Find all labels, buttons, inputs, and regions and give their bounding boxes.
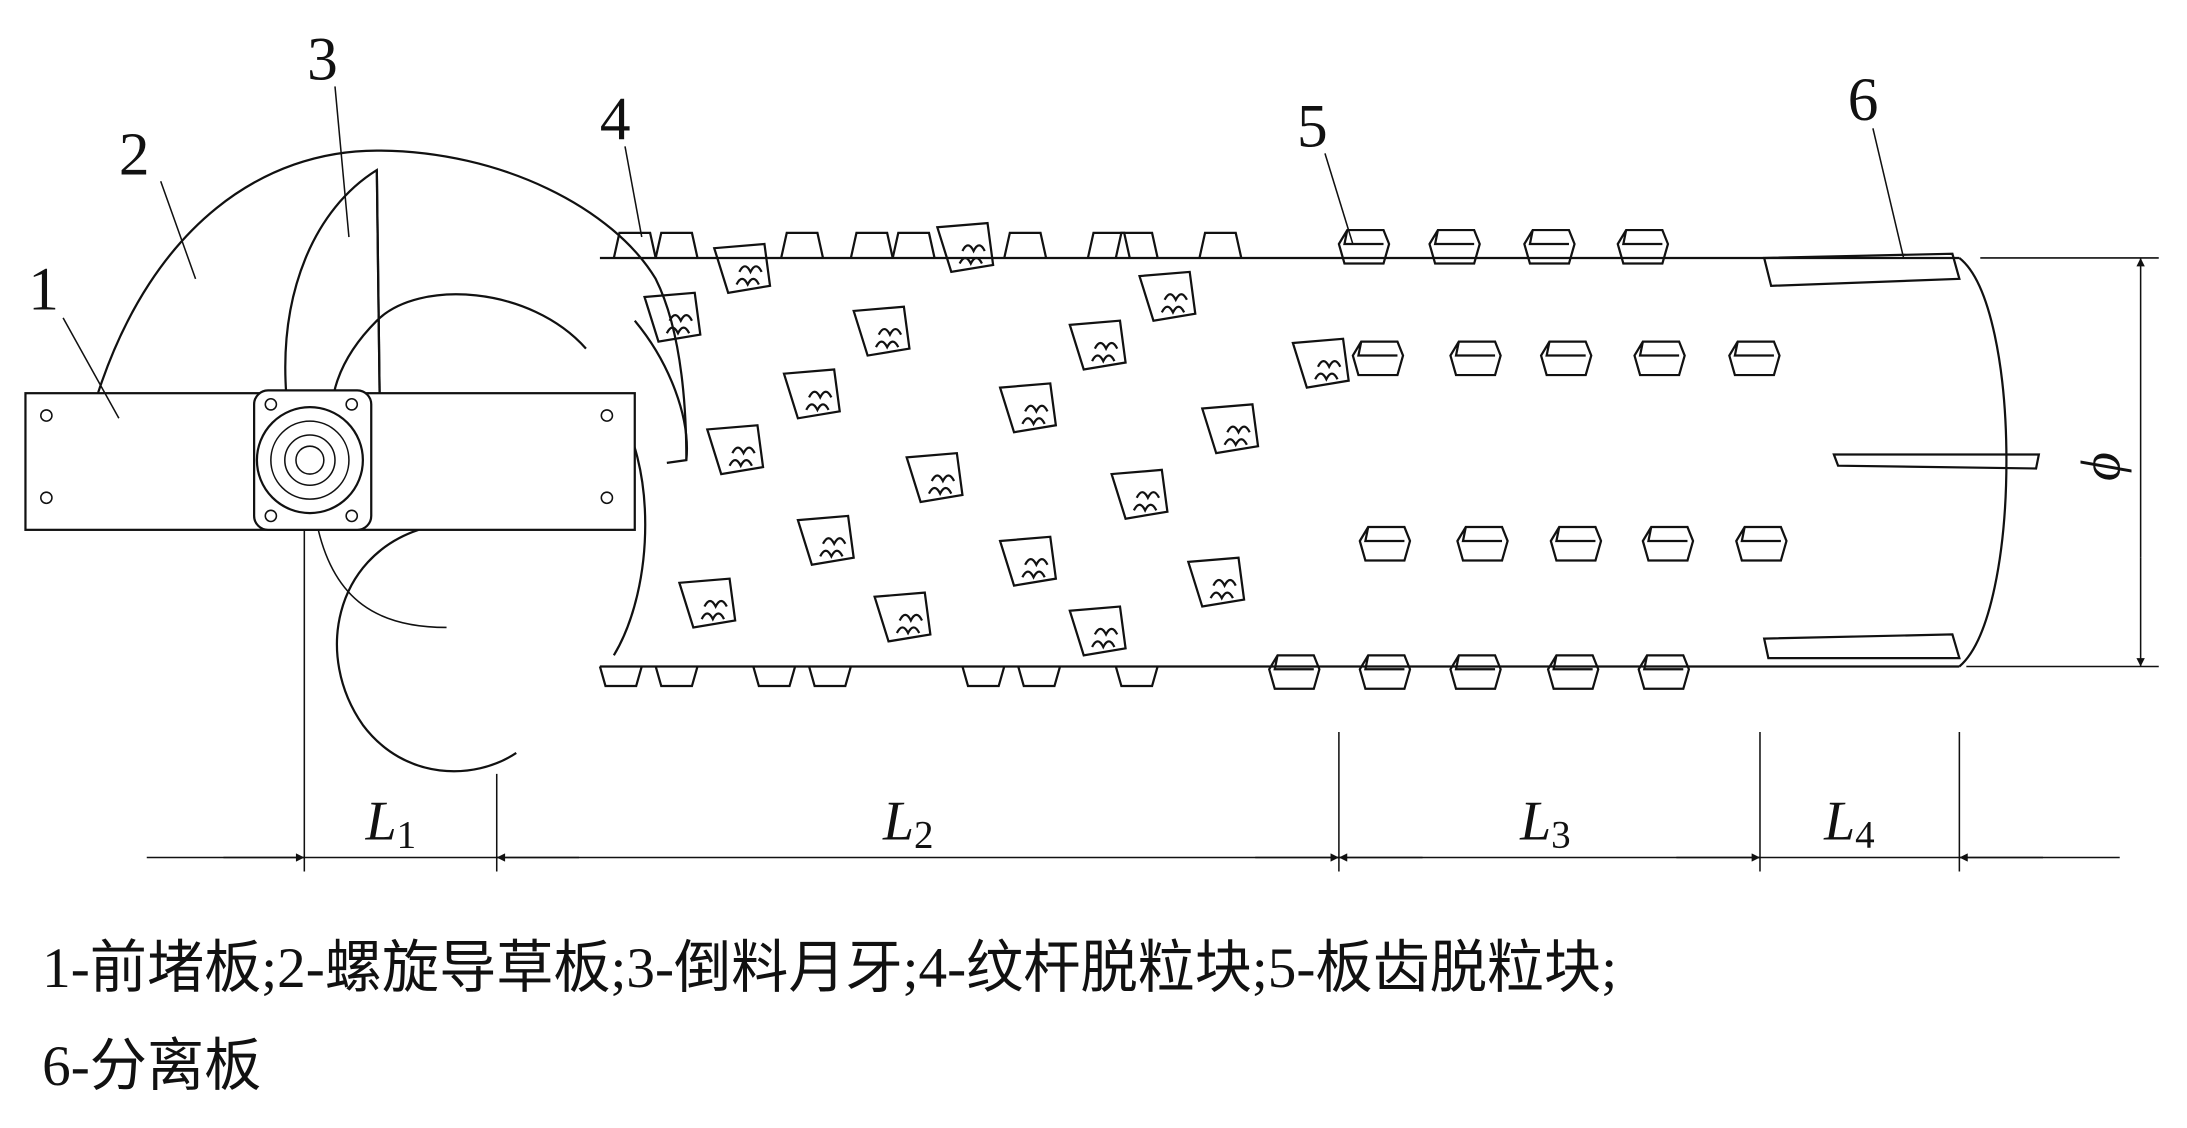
rasp-bar-groove bbox=[805, 390, 833, 413]
dimension-L3: L3 bbox=[1519, 790, 1571, 856]
threshing-blocks bbox=[598, 221, 1788, 690]
plate-tooth-block bbox=[1546, 654, 1600, 690]
rasp-bar-groove bbox=[728, 446, 756, 469]
plate-tooth-block bbox=[1449, 340, 1502, 377]
rasp-bar-block-edge bbox=[961, 666, 1006, 688]
rasp-bar-groove bbox=[1160, 293, 1188, 315]
rasp-bar-block bbox=[1186, 556, 1246, 608]
plate-tooth-block bbox=[1267, 654, 1321, 690]
rasp-bar-groove bbox=[927, 474, 956, 497]
rasp-bar-groove bbox=[1091, 341, 1119, 364]
rasp-bar-groove bbox=[895, 613, 923, 636]
rasp-bar-block bbox=[796, 514, 855, 566]
rasp-bar-groove bbox=[1021, 404, 1049, 427]
rasp-bar-groove bbox=[1209, 578, 1237, 601]
rasp-bar-block bbox=[677, 577, 737, 629]
plate-tooth-block bbox=[1351, 340, 1405, 377]
rasp-bar-block bbox=[1068, 605, 1127, 657]
rasp-bar-groove bbox=[1021, 558, 1049, 580]
part-label-2: 2 bbox=[119, 120, 150, 188]
reversing-crescent-blade bbox=[284, 168, 689, 465]
caption-line-2: 6-分离板 bbox=[42, 1035, 261, 1098]
dimension-L2: L2 bbox=[882, 790, 934, 856]
plate-tooth-block bbox=[1523, 228, 1576, 265]
rasp-bar-block bbox=[905, 451, 964, 504]
rasp-bar-block bbox=[712, 242, 772, 295]
length-dimension-lines bbox=[146, 529, 2120, 872]
rasp-bar-groove bbox=[819, 537, 847, 559]
rasp-bar-block bbox=[998, 382, 1058, 434]
plate-tooth-block bbox=[1456, 525, 1509, 562]
rasp-bar-groove bbox=[665, 314, 693, 336]
rasp-bar-groove bbox=[735, 265, 763, 287]
plate-tooth-block bbox=[1633, 340, 1686, 377]
rasp-bar-block-edge bbox=[752, 666, 797, 688]
part-leaders bbox=[62, 86, 1905, 419]
part-label-6: 6 bbox=[1848, 66, 1879, 134]
dimension-L4: L4 bbox=[1823, 790, 1875, 856]
rasp-bar-block bbox=[705, 424, 765, 476]
rasp-bar-block-edge bbox=[807, 666, 852, 688]
rasp-bar-block-edge bbox=[1017, 666, 1062, 688]
plate-tooth-block bbox=[1616, 228, 1670, 265]
plate-tooth-block bbox=[1449, 654, 1502, 690]
plate-tooth-block bbox=[1539, 340, 1593, 377]
plate-tooth-block bbox=[1337, 228, 1391, 265]
rasp-bar-block bbox=[998, 535, 1058, 587]
caption-line-1: 1-前堵板;2-螺旋导草板;3-倒料月牙;4-纹杆脱粒块;5-板齿脱粒块; bbox=[42, 937, 1617, 1000]
rasp-bar-block bbox=[852, 305, 911, 357]
rasp-bar-block bbox=[1291, 337, 1350, 389]
rasp-bar-block-edge bbox=[1003, 231, 1048, 259]
plate-tooth-block bbox=[1358, 654, 1412, 690]
rasp-bar-block bbox=[1200, 403, 1260, 455]
diameter-dimension-lines bbox=[1966, 257, 2159, 668]
rasp-bar-block bbox=[1068, 319, 1127, 371]
rasp-bar-block-edge bbox=[1114, 666, 1159, 688]
plate-tooth-block bbox=[1358, 525, 1412, 562]
rasp-bar-block bbox=[643, 291, 702, 343]
part-label-4: 4 bbox=[600, 85, 631, 153]
rasp-bar-block-edge bbox=[654, 666, 699, 688]
rasp-bar-groove bbox=[1132, 491, 1161, 513]
separation-plates bbox=[1762, 252, 2041, 660]
part-label-3: 3 bbox=[307, 25, 338, 93]
rasp-bar-block-edge bbox=[1198, 231, 1243, 259]
rasp-bar-block-edge bbox=[849, 231, 894, 259]
front-end-plate bbox=[24, 389, 636, 531]
rasp-bar-block-edge bbox=[598, 666, 643, 688]
part-label-1: 1 bbox=[28, 256, 59, 324]
rasp-bar-block-edge bbox=[1114, 231, 1159, 259]
rasp-bar-block-edge bbox=[1086, 231, 1131, 259]
rasp-bar-block bbox=[935, 221, 995, 274]
drum-cylinder bbox=[599, 256, 2008, 668]
plate-tooth-block bbox=[1728, 340, 1781, 377]
rasp-bar-block bbox=[873, 591, 932, 643]
dimension-L1: L1 bbox=[365, 790, 417, 856]
rasp-bar-block-edge bbox=[780, 231, 825, 259]
rasp-bar-groove bbox=[958, 244, 986, 267]
plate-tooth-block bbox=[1641, 525, 1695, 562]
rasp-bar-block bbox=[1138, 270, 1197, 322]
diameter-symbol: ϕ bbox=[2071, 452, 2133, 481]
plate-tooth-block bbox=[1549, 525, 1603, 562]
rasp-bar-groove bbox=[700, 599, 728, 622]
rasp-bar-block bbox=[1110, 468, 1169, 520]
rasp-bar-block-edge bbox=[891, 231, 936, 259]
rasp-bar-groove bbox=[1223, 425, 1251, 448]
rasp-bar-block-edge bbox=[654, 231, 699, 259]
part-label-5: 5 bbox=[1297, 92, 1328, 160]
rasp-bar-groove bbox=[874, 327, 903, 350]
plate-tooth-block bbox=[1428, 228, 1481, 265]
plate-tooth-block bbox=[1735, 525, 1788, 562]
rasp-bar-block-edge bbox=[612, 231, 657, 259]
rasp-bar-block bbox=[782, 368, 841, 420]
plate-tooth-block bbox=[1637, 654, 1691, 690]
rasp-bar-groove bbox=[1314, 360, 1342, 382]
rasp-bar-groove bbox=[1091, 627, 1119, 650]
